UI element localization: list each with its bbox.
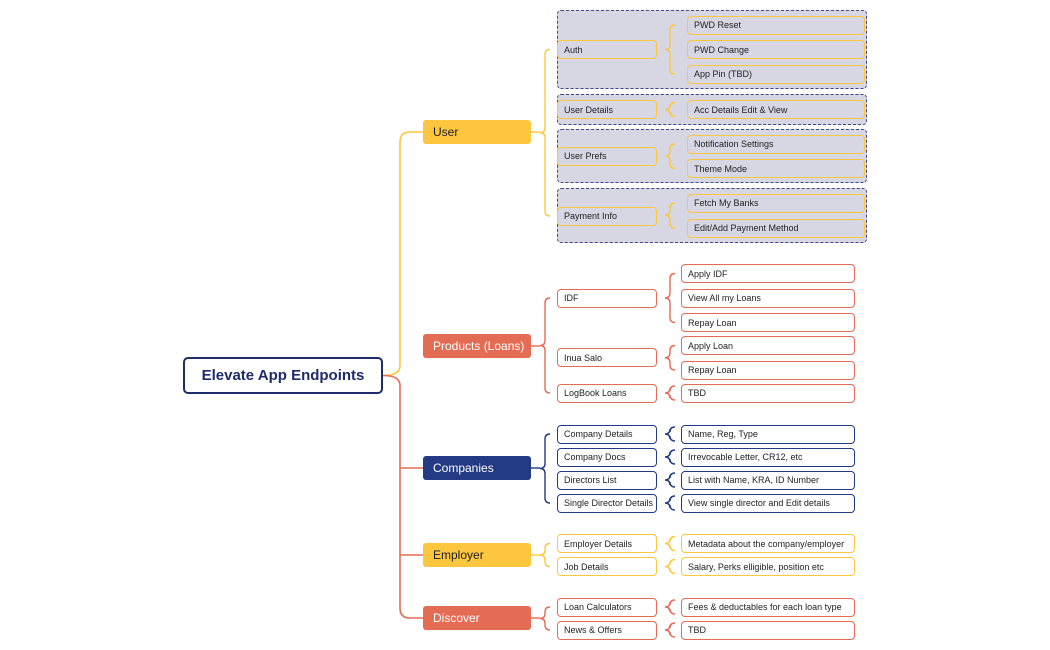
group-node: Loan Calculators — [557, 597, 657, 617]
item-brace — [664, 622, 676, 638]
branch-discover: Discover — [423, 606, 531, 630]
item-brace — [664, 24, 676, 75]
group-node: IDF — [557, 288, 657, 308]
leaf-node: Notification Settings — [687, 134, 865, 154]
leaf-node: Repay Loan — [681, 360, 855, 380]
leaf-node: List with Name, KRA, ID Number — [681, 470, 855, 490]
group-node: Company Docs — [557, 447, 657, 467]
item-brace — [664, 472, 676, 488]
group-node: Inua Salo — [557, 348, 657, 367]
item-brace — [664, 272, 676, 324]
group-node: Employer Details — [557, 534, 657, 553]
leaf-node: Acc Details Edit & View — [687, 100, 865, 119]
branch-products: Products (Loans) — [423, 334, 531, 358]
leaf-node: Apply Loan — [681, 336, 855, 355]
branch-employer: Employer — [423, 543, 531, 567]
leaf-node: Apply IDF — [681, 264, 855, 283]
item-brace — [664, 101, 676, 118]
leaf-node: Fetch My Banks — [687, 193, 865, 213]
group-node: Auth — [557, 40, 657, 59]
leaf-node: PWD Reset — [687, 15, 865, 35]
group-node: Single Director Details — [557, 493, 657, 513]
group-node: Company Details — [557, 424, 657, 444]
brace-discover — [539, 606, 551, 631]
group-node: LogBook Loans — [557, 383, 657, 403]
brace-user — [539, 48, 551, 217]
leaf-node: Edit/Add Payment Method — [687, 218, 865, 238]
leaf-node: View All my Loans — [681, 288, 855, 308]
root-node: Elevate App Endpoints — [183, 357, 383, 394]
brace-companies — [539, 433, 551, 504]
item-brace — [664, 202, 676, 229]
group-node: News & Offers — [557, 620, 657, 640]
brace-employer — [539, 542, 551, 568]
leaf-node: PWD Change — [687, 40, 865, 59]
item-brace — [664, 495, 676, 511]
item-brace — [664, 535, 676, 552]
leaf-node: TBD — [681, 620, 855, 640]
branch-companies: Companies — [423, 456, 531, 480]
group-node: User Details — [557, 100, 657, 119]
leaf-node: Fees & deductables for each loan type — [681, 597, 855, 617]
branch-user: User — [423, 120, 531, 144]
item-brace — [664, 143, 676, 170]
item-brace — [664, 344, 676, 371]
leaf-node: Metadata about the company/employer — [681, 534, 855, 553]
leaf-node: Theme Mode — [687, 159, 865, 178]
item-brace — [664, 385, 676, 401]
leaf-node: TBD — [681, 383, 855, 403]
leaf-node: View single director and Edit details — [681, 493, 855, 513]
trunk-upper-line — [382, 131, 423, 377]
group-node: User Prefs — [557, 146, 657, 166]
brace-products — [539, 297, 551, 394]
leaf-node: Repay Loan — [681, 313, 855, 332]
leaf-node: Name, Reg, Type — [681, 424, 855, 444]
leaf-node: App Pin (TBD) — [687, 64, 865, 84]
group-node: Payment Info — [557, 206, 657, 226]
item-brace — [664, 449, 676, 465]
group-node: Directors List — [557, 470, 657, 490]
trunk-lower-line — [382, 374, 423, 619]
leaf-node: Salary, Perks elligible, position etc — [681, 557, 855, 576]
leaf-node: Irrevocable Letter, CR12, etc — [681, 447, 855, 467]
item-brace — [664, 558, 676, 575]
item-brace — [664, 599, 676, 615]
item-brace — [664, 426, 676, 442]
group-node: Job Details — [557, 557, 657, 576]
